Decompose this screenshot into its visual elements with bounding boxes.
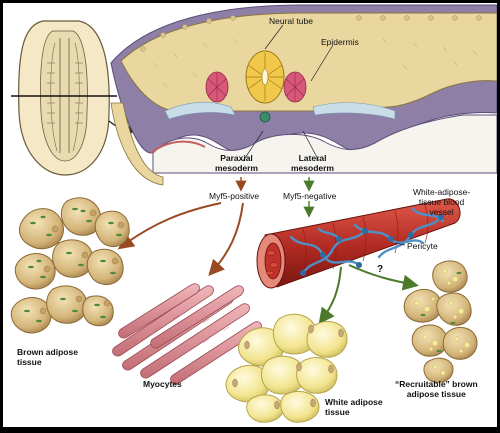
label-pericyte: Pericyte bbox=[407, 241, 438, 251]
embryo-overview bbox=[11, 20, 117, 176]
arrow-to-brown-adipose bbox=[117, 202, 222, 250]
adipose-lineage-illustration bbox=[10, 4, 497, 423]
label-white-adipose-tissue: White adipose tissue bbox=[325, 397, 383, 417]
label-myf5-positive: Myf5-positive bbox=[209, 191, 260, 201]
label-lateral-mesoderm: Lateral mesoderm bbox=[291, 153, 334, 173]
label-paraxial-mesoderm: Paraxial mesoderm bbox=[215, 153, 258, 173]
label-brown-adipose-tissue: Brown adipose tissue bbox=[17, 347, 78, 367]
white-adipose-cells bbox=[225, 313, 348, 423]
somite-right bbox=[283, 71, 307, 103]
arrow-to-myocytes bbox=[208, 202, 244, 276]
somite-left bbox=[205, 71, 229, 103]
label-neural-tube: Neural tube bbox=[269, 16, 313, 26]
notochord bbox=[259, 111, 271, 123]
label-white-adipose-vessel: White-adipose- tissue blood vessel bbox=[413, 187, 471, 217]
neural-tube bbox=[245, 50, 285, 104]
myocytes-fibers bbox=[112, 283, 262, 385]
arrow-to-recruitable-brown bbox=[348, 264, 419, 291]
label-myocytes: Myocytes bbox=[143, 379, 182, 389]
arrow-to-white-adipose bbox=[318, 266, 342, 325]
figure-frame: Neural tube Epidermis Paraxial mesoderm … bbox=[3, 3, 497, 427]
label-recruitable-brown-adipose: “Recruitable” brown adipose tissue bbox=[395, 379, 478, 399]
brown-adipose-cells bbox=[10, 197, 130, 334]
label-epidermis: Epidermis bbox=[321, 37, 359, 47]
cross-section bbox=[110, 4, 497, 186]
recruitable-brown-cells bbox=[403, 260, 478, 383]
label-question-mark: ? bbox=[377, 264, 384, 275]
label-myf5-negative: Myf5-negative bbox=[283, 191, 337, 201]
